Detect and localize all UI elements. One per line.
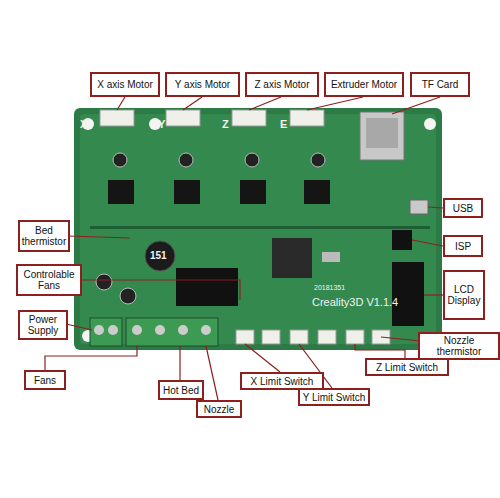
silkscreen-text: Y <box>158 118 165 130</box>
sd-card-slot <box>366 118 398 148</box>
board-trace <box>90 226 430 229</box>
motor-connector <box>166 110 200 126</box>
callout-label: Nozzle thermistor <box>420 334 498 358</box>
motor-connector <box>100 110 134 126</box>
leader-line <box>428 207 443 208</box>
callout-label: LCD Display <box>445 283 483 307</box>
callout-label: X axis Motor <box>95 78 155 91</box>
leader-lines <box>45 97 443 400</box>
leader-line <box>307 97 363 110</box>
usb-port <box>410 200 428 214</box>
callout-label: Extruder Motor <box>329 78 399 91</box>
callout-box: USB <box>443 198 483 218</box>
callout-box: Z Limit Switch <box>365 358 449 376</box>
leader-line <box>355 344 405 358</box>
capacitor <box>120 288 136 304</box>
callout-label: TF Card <box>420 78 461 91</box>
motor-connector <box>290 110 324 126</box>
capacitor <box>113 153 127 167</box>
terminal-screw <box>94 325 104 335</box>
callout-label: Fans <box>32 374 58 387</box>
callout-label: Z Limit Switch <box>374 361 440 374</box>
leader-line <box>381 337 420 341</box>
callout-box: Bed thermistor <box>18 220 70 252</box>
leader-line <box>179 346 180 380</box>
callout-box: ISP <box>443 235 483 257</box>
driver-heatsink <box>174 180 200 204</box>
silkscreen-text: Creality3D V1.1.4 <box>312 296 398 308</box>
callout-label: ISP <box>453 240 473 253</box>
callout-label: Controlable Fans <box>18 268 80 292</box>
callout-box: Controlable Fans <box>16 264 82 296</box>
microcontroller-chip <box>272 238 312 278</box>
motor-connector <box>232 110 266 126</box>
callout-box: X axis Motor <box>90 72 160 97</box>
silkscreen-text: E <box>280 118 287 130</box>
terminal-screw <box>132 325 142 335</box>
switch-connector <box>318 330 336 344</box>
capacitor <box>96 274 112 290</box>
inductor <box>145 241 175 271</box>
callout-label: USB <box>451 202 476 215</box>
lcd-header <box>392 262 424 326</box>
isp-header <box>392 230 412 250</box>
leader-line <box>68 236 130 238</box>
leader-line <box>245 344 280 372</box>
capacitor <box>179 153 193 167</box>
callout-box: TF Card <box>410 72 470 97</box>
callout-label: Y axis Motor <box>173 78 232 91</box>
callout-box: Power Supply <box>18 310 68 340</box>
mosfet-heatsink <box>176 268 238 306</box>
callout-box: LCD Display <box>443 270 485 320</box>
leader-line <box>249 97 281 110</box>
callout-box: Z axis Motor <box>245 72 319 97</box>
driver-heatsink <box>304 180 330 204</box>
leader-line <box>45 346 137 370</box>
leader-line <box>66 324 92 330</box>
sd-card-slot <box>360 112 404 160</box>
callout-label: Nozzle <box>202 403 237 416</box>
callout-label: X Limit Switch <box>249 375 316 388</box>
leader-line <box>206 346 218 400</box>
leader-line <box>412 240 443 246</box>
callout-label: Hot Bed <box>161 384 201 397</box>
circuit-board <box>74 108 442 350</box>
capacitor <box>311 153 325 167</box>
switch-connector <box>346 330 364 344</box>
callout-box: Y Limit Switch <box>298 388 370 406</box>
silkscreen-text: 151 <box>150 250 167 261</box>
capacitor <box>245 153 259 167</box>
silkscreen-text: 20181351 <box>314 284 345 291</box>
output-terminal <box>126 318 218 346</box>
terminal-screw <box>108 325 118 335</box>
switch-connector <box>262 330 280 344</box>
terminal-screw <box>155 325 165 335</box>
power-terminal <box>90 318 122 346</box>
mounting-hole <box>424 118 436 130</box>
callout-box: Hot Bed <box>158 380 204 400</box>
terminal-screw <box>201 325 211 335</box>
callout-box: Nozzle <box>196 400 242 418</box>
leader-line <box>183 97 202 110</box>
terminal-screw <box>178 325 188 335</box>
leader-line <box>424 294 443 295</box>
silkscreen-text: Z <box>222 118 229 130</box>
driver-heatsink <box>240 180 266 204</box>
switch-connector <box>290 330 308 344</box>
callout-label: Power Supply <box>20 313 66 337</box>
switch-connector <box>236 330 254 344</box>
callout-label: Y Limit Switch <box>301 391 368 404</box>
callout-label: Z axis Motor <box>252 78 311 91</box>
silkscreen-text: X <box>80 118 87 130</box>
callout-label: Bed thermistor <box>20 224 68 248</box>
callout-box: Nozzle thermistor <box>418 332 500 360</box>
callout-box: Extruder Motor <box>324 72 404 97</box>
leader-line <box>392 97 440 114</box>
callout-box: Y axis Motor <box>165 72 240 97</box>
leader-line <box>117 97 125 110</box>
callout-box: Fans <box>24 370 66 390</box>
driver-heatsink <box>108 180 134 204</box>
crystal <box>322 252 340 262</box>
leader-line <box>80 280 240 300</box>
